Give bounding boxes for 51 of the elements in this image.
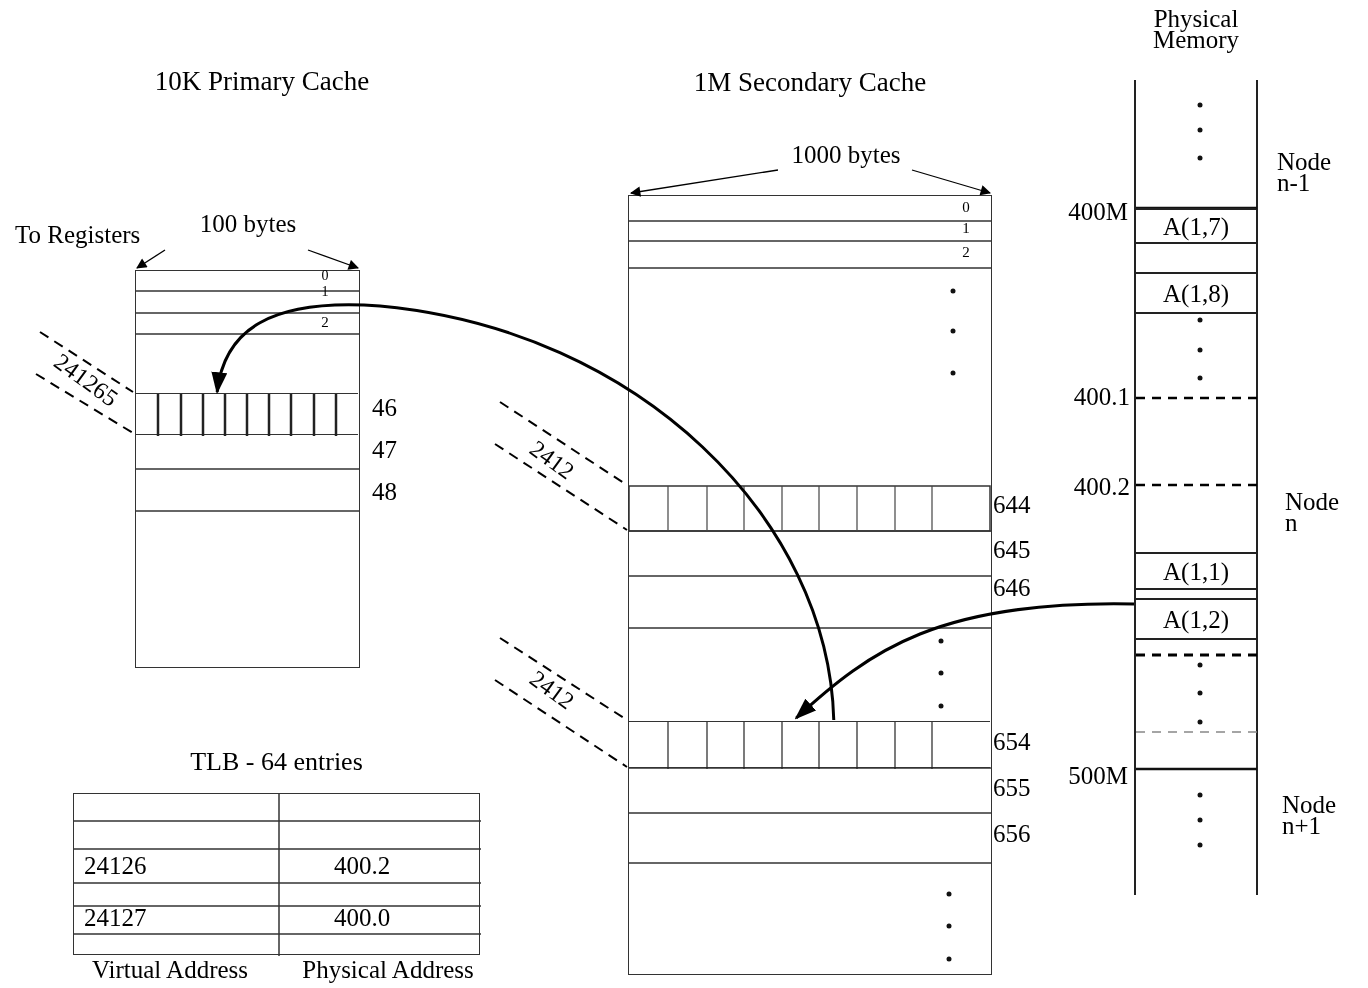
memory-slot (1136, 272, 1256, 314)
row-number: 644 (993, 491, 1031, 519)
curved-arrow (795, 602, 1134, 720)
row-number: 645 (993, 536, 1031, 564)
dimension-label: 1000 bytes (791, 141, 901, 169)
node-label: Node n (1285, 490, 1341, 534)
curved-arrow (211, 303, 836, 721)
row-number: 646 (993, 574, 1031, 602)
row-number: 2 (962, 243, 970, 261)
address-label: 500M (1068, 762, 1128, 790)
column-header: Physical Address (302, 956, 474, 984)
slot-label: A(1,2) (1163, 606, 1229, 632)
row-number: 1 (962, 219, 970, 237)
row-number: 46 (372, 394, 397, 422)
table-cell: 400.0 (333, 904, 391, 932)
memory-column (1134, 8, 1258, 895)
slot-label: A(1,8) (1163, 280, 1229, 306)
caption-label: To Registers (15, 221, 141, 249)
memory-slot (1136, 208, 1256, 244)
node-label: Node n-1 (1277, 150, 1333, 194)
row-number: 656 (993, 820, 1031, 848)
cache-line-row (629, 721, 990, 768)
cache-line-row (136, 393, 358, 435)
row-number: 0 (962, 198, 970, 216)
table-cell: 24126 (84, 852, 147, 880)
address-tag: 2412 (524, 435, 580, 485)
address-label: 400M (1068, 198, 1128, 226)
row-number: 2 (321, 313, 329, 331)
block-title: TLB - 64 entries (190, 748, 363, 777)
block-title: 10K Primary Cache (154, 67, 370, 97)
row-number: 48 (372, 478, 397, 506)
node-label: Node n+1 (1282, 793, 1338, 837)
row-number: 1 (321, 284, 329, 300)
cache-block (135, 270, 360, 668)
row-number: 655 (993, 774, 1031, 802)
block-title: Physical Memory (1151, 8, 1241, 51)
row-number: 654 (993, 728, 1031, 756)
address-label: 400.2 (1073, 473, 1130, 501)
dimension-label: 100 bytes (199, 210, 297, 238)
memory-slot (1136, 598, 1256, 640)
memory-slot (1136, 552, 1256, 590)
slot-label: A(1,7) (1163, 213, 1229, 239)
column-header: Virtual Address (91, 956, 249, 984)
block-title: 1M Secondary Cache (693, 68, 927, 98)
table-cell: 24127 (84, 904, 147, 932)
address-label: 400.1 (1073, 383, 1130, 411)
table-cell: 400.2 (333, 852, 391, 880)
row-number: 47 (372, 436, 397, 464)
row-number: 0 (321, 268, 329, 284)
address-tag: 2412 (524, 665, 580, 715)
slot-label: A(1,1) (1163, 558, 1229, 584)
